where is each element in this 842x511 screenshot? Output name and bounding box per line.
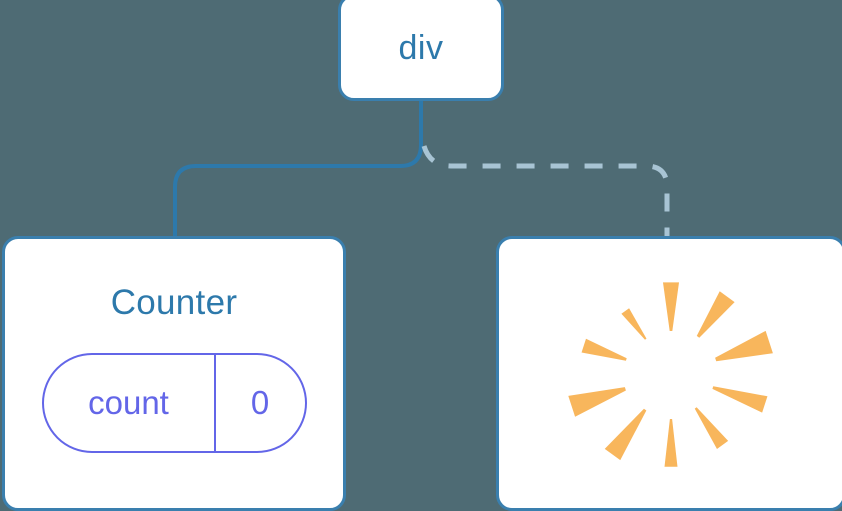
spinner-spoke: [696, 290, 735, 338]
spinner-spoke: [581, 338, 627, 361]
node-counter-label: Counter: [110, 283, 238, 322]
spinner-spoke: [662, 281, 680, 331]
spinner-spoke: [621, 307, 647, 340]
node-counter[interactable]: Counter count 0: [2, 236, 346, 511]
state-pill-value: 0: [250, 384, 270, 421]
spinner-icon: [568, 281, 773, 467]
node-loading[interactable]: [496, 236, 842, 511]
node-div[interactable]: div: [338, 0, 504, 101]
spinner-spoke: [568, 386, 626, 417]
edge-div-to-loading: [421, 145, 670, 238]
node-div-label: div: [398, 28, 444, 67]
state-pill-count[interactable]: count 0: [41, 353, 307, 453]
state-pill-key: count: [44, 355, 216, 451]
spinner-spoke: [604, 408, 647, 460]
spinner-spoke: [715, 330, 773, 361]
spinner-spoke: [694, 406, 729, 449]
spinner-spoke: [664, 418, 678, 467]
edge-div-to-counter: [173, 99, 423, 240]
spinner-spoke: [712, 385, 768, 413]
